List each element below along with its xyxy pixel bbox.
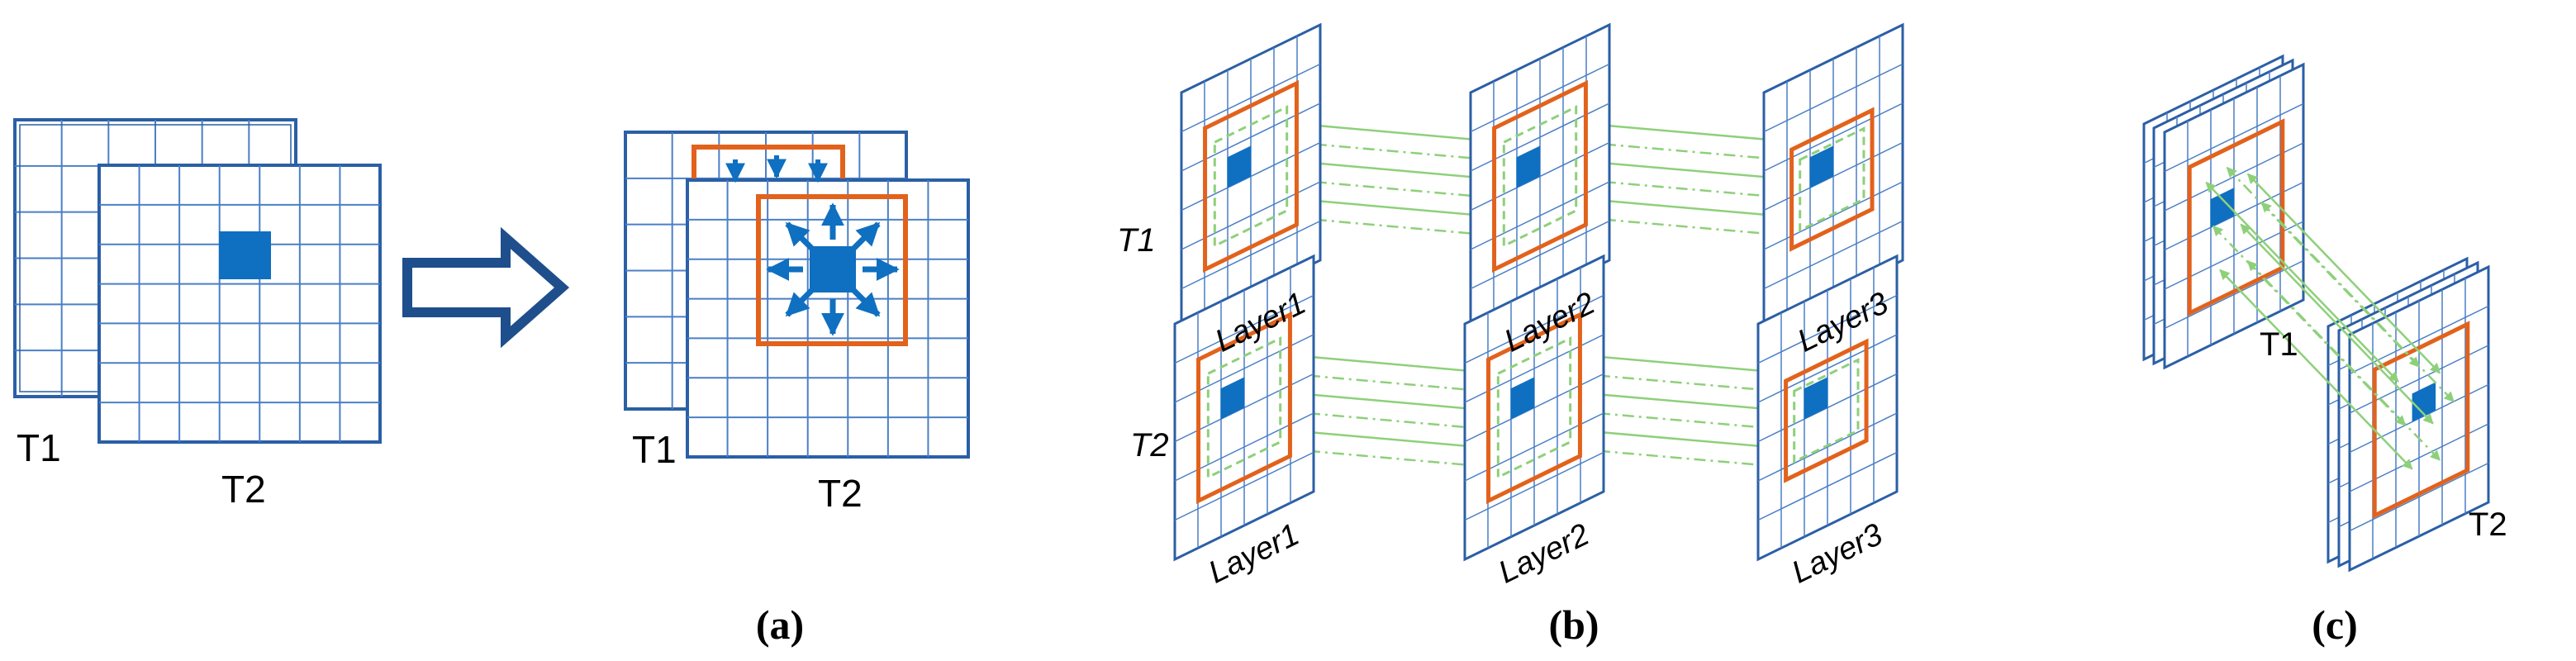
result-t1-label: T1: [632, 428, 677, 471]
result-t2-window: [756, 194, 908, 346]
receptive-field-box: [1789, 107, 1875, 252]
stack-t2-plane-gridline: [2349, 462, 2489, 532]
layer-plane-gridline: [1464, 451, 1604, 521]
layer-plane-gridline: [1470, 220, 1610, 290]
layer-plane: [1762, 22, 1904, 330]
neighbor-arrows: [725, 155, 900, 336]
inner-arrow-ring: [1206, 336, 1282, 479]
frame-t2-border: [97, 164, 382, 444]
panel-a: T1 T2 T1 T2 (a): [13, 118, 970, 648]
receptive-field-box: [1203, 79, 1299, 273]
result-t2-border: [686, 178, 970, 459]
receptive-field-box: [1196, 311, 1292, 505]
result-t2-label: T2: [818, 472, 863, 515]
inner-arrow-ring: [1799, 126, 1865, 233]
cross-links: [2205, 167, 2455, 470]
right-arrow-icon: [402, 226, 570, 349]
layer-plane-gridline: [1174, 451, 1314, 521]
caption-a: (a): [756, 602, 804, 648]
stack-t2: [2326, 256, 2490, 573]
center-cell: [1516, 145, 1540, 188]
neighbor-arrow: [785, 288, 815, 317]
neighbor-arrow: [785, 221, 815, 251]
row-label-t1: T1: [1117, 222, 1156, 259]
neighbor-arrow: [851, 221, 881, 251]
receptive-field-box: [1486, 311, 1582, 505]
center-cell: [1510, 377, 1534, 420]
center-cell: [1804, 377, 1827, 420]
caption-c: (c): [2312, 602, 2358, 648]
frame-t2-label: T2: [221, 468, 266, 511]
layer-plane: [1756, 254, 1899, 562]
stack-t1-label: T1: [2260, 326, 2298, 363]
cross-link: [2246, 260, 2441, 461]
center-cell: [219, 231, 271, 279]
receptive-field-box: [1784, 338, 1869, 483]
result-frame-t2: [686, 178, 970, 459]
neighbor-arrow: [851, 288, 881, 317]
inner-arrow-ring: [1502, 105, 1578, 248]
receptive-field-box: [1492, 79, 1588, 273]
inner-arrow-ring: [1793, 358, 1860, 464]
layer-plane: [1180, 22, 1322, 330]
layer-plane-gridline: [1757, 451, 1898, 521]
center-cell: [1809, 145, 1833, 188]
inner-arrow-ring: [1213, 105, 1289, 248]
layer-plane: [1173, 254, 1315, 562]
layer-plane-gridline: [1181, 220, 1321, 290]
layer-plane: [1463, 254, 1605, 562]
stack-t1: [2142, 54, 2305, 370]
stack-t2-label: T2: [2469, 506, 2507, 543]
center-cell: [1220, 377, 1244, 420]
frame-t2: [97, 164, 382, 444]
panel-c: T1 T2 (c): [2142, 54, 2507, 648]
frame-t1-label: T1: [17, 426, 61, 469]
center-cell: [1227, 145, 1251, 188]
layer-plane: [1469, 22, 1611, 330]
inner-arrow-ring: [1496, 336, 1572, 479]
layer-planes: [1173, 22, 1904, 562]
caption-b: (b): [1548, 602, 1599, 648]
result-center-cell: [810, 246, 856, 292]
row-label-t2: T2: [1130, 427, 1169, 464]
layer-plane-gridline: [1763, 220, 1903, 290]
